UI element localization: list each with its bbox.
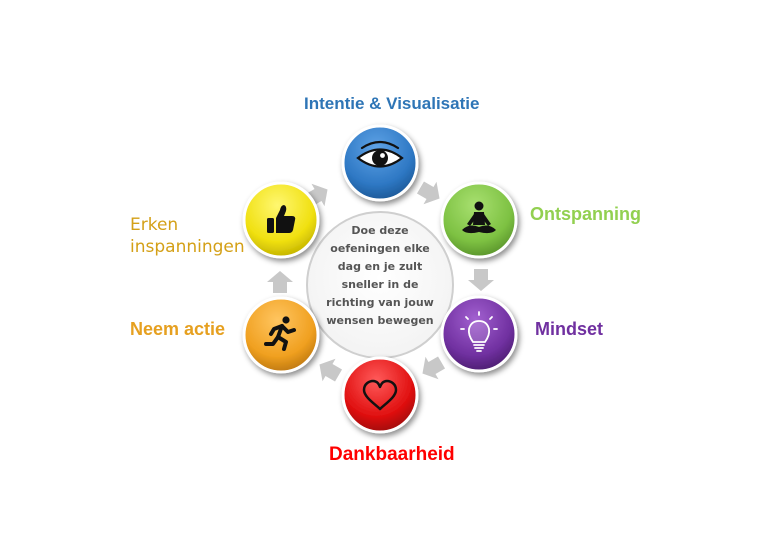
label-ontspanning: Ontspanning xyxy=(530,204,641,224)
eye-icon xyxy=(356,140,404,168)
arrow-2 xyxy=(416,181,440,205)
circle-neem-actie xyxy=(242,296,320,374)
label-erken-inspanningen: Erken inspanningen xyxy=(130,215,245,257)
circle-dankbaarheid xyxy=(341,356,419,434)
arrow-5 xyxy=(319,358,343,382)
thumbs-up-icon xyxy=(267,205,296,233)
label-mindset: Mindset xyxy=(535,319,604,339)
arrow-4 xyxy=(422,356,446,380)
label-dankbaarheid: Dankbaarheid xyxy=(329,444,455,465)
lightbulb-icon xyxy=(460,311,498,352)
circle-mindset xyxy=(440,295,518,373)
arrow-3 xyxy=(468,269,494,291)
meditation-icon xyxy=(462,201,496,234)
label-intentie-visualisatie: Intentie & Visualisatie xyxy=(304,94,480,113)
running-person-icon xyxy=(264,316,296,351)
heart-icon xyxy=(362,379,398,411)
center-text: Doe deze oefeningen elke dag en je zult … xyxy=(326,224,434,327)
arrow-6 xyxy=(267,271,293,293)
label-neem-actie: Neem actie xyxy=(130,319,226,339)
cycle-arrows xyxy=(267,181,494,382)
